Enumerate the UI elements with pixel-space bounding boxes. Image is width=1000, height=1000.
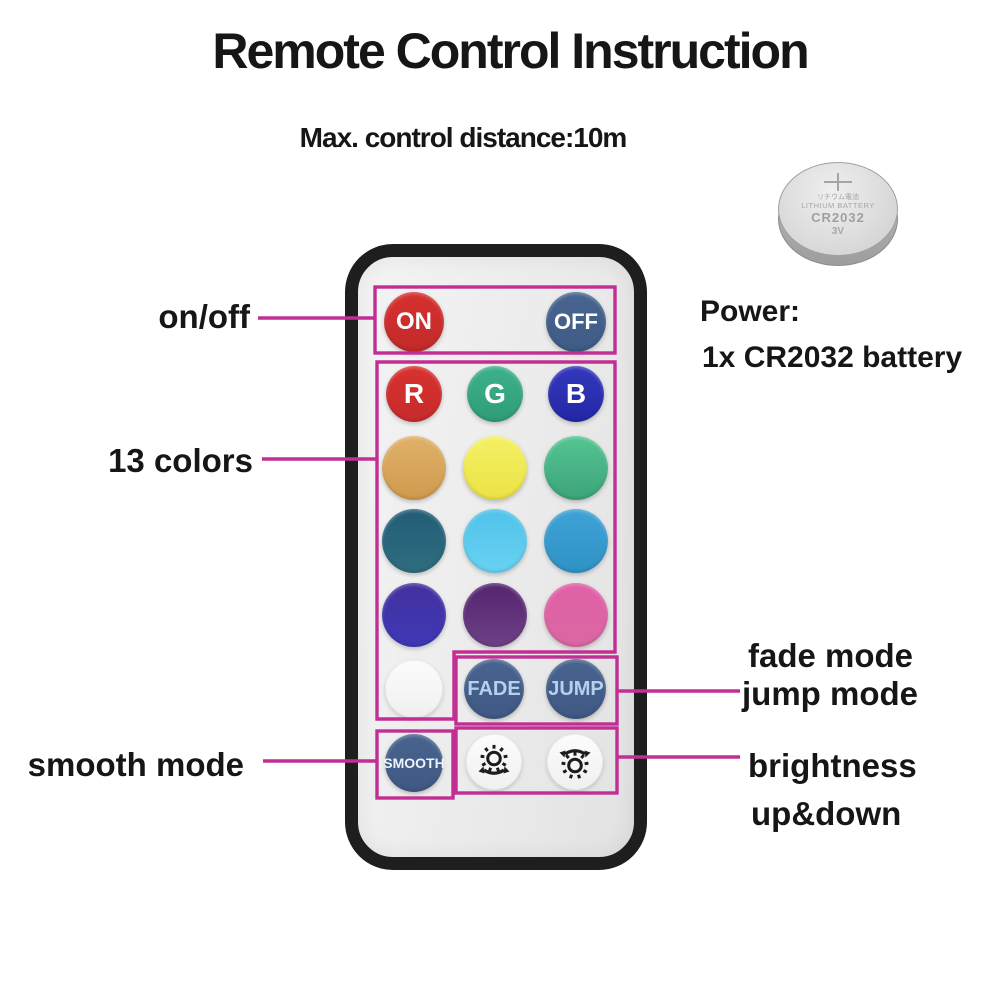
power-label: Power: <box>700 295 801 328</box>
battery-image: リチウム電池 LITHIUM BATTERY CR2032 3V <box>778 162 898 266</box>
btn-color-green[interactable] <box>544 436 608 500</box>
btn-on[interactable]: ON <box>384 292 444 352</box>
btn-smooth[interactable]: SMOOTH <box>383 734 445 792</box>
btn-r[interactable]: R <box>386 366 442 422</box>
btn-on-label: ON <box>396 308 432 335</box>
page-subtitle: Max. control distance:10m <box>299 122 628 153</box>
btn-color-yellow[interactable] <box>463 436 527 500</box>
btn-g[interactable]: G <box>467 366 523 422</box>
battery-face: リチウム電池 LITHIUM BATTERY CR2032 3V <box>778 162 898 256</box>
sun-with-down-arrows-icon <box>478 744 510 775</box>
btn-r-label: R <box>403 378 425 409</box>
battery-text-japanese: リチウム電池 <box>817 194 859 201</box>
btn-jump[interactable]: JUMP <box>546 659 606 719</box>
btn-brightness-up[interactable] <box>547 734 603 790</box>
btn-b-label: B <box>565 378 587 409</box>
btn-fade-label: FADE <box>467 677 521 700</box>
power-value: 1x CR2032 battery <box>702 341 963 374</box>
callout-label-smooth-mode: smooth mode <box>27 746 244 783</box>
btn-fade[interactable]: FADE <box>464 659 524 719</box>
callout-label-13-colors: 13 colors <box>108 442 253 479</box>
btn-b[interactable]: B <box>548 366 604 422</box>
btn-color-teal[interactable] <box>382 509 446 573</box>
callout-label-fade-mode: fade mode <box>748 637 914 674</box>
callout-label-up-down: up&down <box>751 795 902 832</box>
callout-label-on-off: on/off <box>158 298 250 335</box>
battery-text-lithium: LITHIUM BATTERY <box>801 201 875 211</box>
callout-label-jump-mode: jump mode <box>742 675 919 712</box>
page-title: Remote Control Instruction <box>212 23 809 79</box>
remote-control-body: ON OFF R G B FADE JUMP SMOOTH <box>345 244 647 870</box>
btn-smooth-label: SMOOTH <box>383 755 445 771</box>
btn-color-indigo[interactable] <box>382 583 446 647</box>
btn-g-label: G <box>484 378 506 409</box>
btn-color-amber[interactable] <box>382 436 446 500</box>
battery-plus-icon <box>824 173 852 191</box>
btn-color-skyblue[interactable] <box>463 509 527 573</box>
btn-color-steelblue[interactable] <box>544 509 608 573</box>
callout-label-brightness: brightness <box>748 747 917 784</box>
battery-text-model: CR2032 <box>811 209 865 225</box>
battery-text-voltage: 3V <box>831 225 845 237</box>
btn-color-pink[interactable] <box>544 583 608 647</box>
btn-color-purple[interactable] <box>463 583 527 647</box>
btn-brightness-down[interactable] <box>466 734 522 790</box>
sun-with-up-arrows-icon <box>559 749 591 779</box>
btn-off[interactable]: OFF <box>546 292 606 352</box>
btn-off-label: OFF <box>554 309 598 334</box>
btn-jump-label: JUMP <box>548 677 604 700</box>
btn-color-white[interactable] <box>385 660 443 718</box>
